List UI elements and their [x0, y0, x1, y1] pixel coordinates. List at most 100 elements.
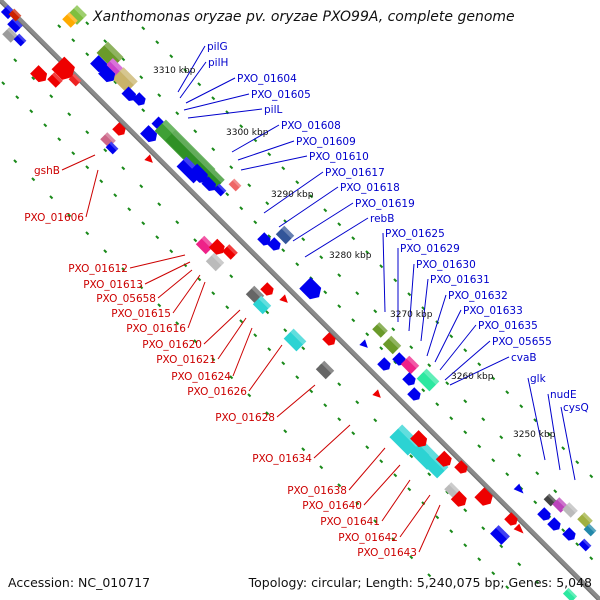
tick-mark	[463, 399, 468, 404]
gene-feature-box	[252, 295, 272, 315]
forward-gene-label: PXO_05655	[492, 336, 552, 348]
gene-feature	[257, 232, 271, 246]
tick-mark	[301, 346, 306, 351]
gene-feature-shine	[51, 72, 63, 84]
tick-mark	[463, 430, 468, 435]
gene-feature-shine	[290, 328, 307, 345]
tick-mark	[169, 54, 174, 59]
reverse-label-leader	[203, 309, 241, 345]
forward-gene-label: nudE	[550, 389, 577, 401]
forward-label-leader	[278, 186, 339, 228]
forward-label-leader	[187, 108, 263, 119]
tick-mark	[265, 310, 270, 315]
gene-feature	[578, 538, 592, 552]
gene-feature-box	[112, 67, 138, 93]
tick-mark	[337, 483, 342, 488]
gene-feature-arrow	[30, 65, 48, 83]
gene-feature-box	[96, 41, 124, 69]
forward-gene-label: glk	[530, 373, 547, 385]
reverse-gene-label: PXO_01606	[24, 212, 84, 224]
tick-mark	[421, 388, 426, 393]
gene-feature-shine	[388, 335, 402, 349]
tick-mark	[99, 179, 104, 184]
gene-feature-shine	[281, 225, 295, 239]
gene-feature-arrow	[260, 282, 274, 296]
gene-feature-arrow	[402, 372, 416, 386]
tick-mark	[449, 334, 454, 339]
gene-feature	[132, 92, 146, 106]
gene-feature-arrow	[257, 232, 271, 246]
tick-mark	[477, 362, 482, 367]
forward-label-leader	[179, 61, 207, 99]
gene-feature-box	[389, 424, 421, 456]
gene-feature-shine	[226, 244, 238, 256]
reverse-gene-label: gshB	[34, 165, 60, 177]
gene-feature-arrow	[537, 507, 551, 521]
gene-feature-shine	[321, 360, 335, 374]
gene-feature	[454, 460, 468, 474]
gene-feature-arrow	[407, 387, 421, 401]
tick-mark	[197, 277, 202, 282]
tick-mark	[407, 292, 412, 297]
tick-mark	[127, 207, 132, 212]
forward-gene-label: pilH	[208, 57, 228, 69]
gene-feature-tri	[513, 483, 524, 494]
gene-feature-arrow	[474, 487, 493, 506]
tick-mark	[31, 177, 36, 182]
tick-mark	[229, 165, 234, 170]
tick-mark	[49, 94, 54, 99]
tick-mark	[71, 151, 76, 156]
reverse-gene-label: PXO_01640	[302, 500, 362, 512]
tick-mark	[379, 459, 384, 464]
gene-feature-shine	[582, 538, 592, 548]
tick-mark	[517, 453, 522, 458]
reverse-label-leader	[381, 479, 411, 522]
tick-mark	[517, 562, 522, 567]
tick-mark	[499, 435, 504, 440]
reverse-gene-label: PXO_01621	[156, 354, 216, 366]
forward-gene-label: PXO_01608	[281, 120, 341, 132]
gene-feature-box	[444, 482, 460, 498]
tick-mark	[589, 556, 594, 561]
ruler-label: 3310 kbp	[153, 66, 196, 76]
tick-mark	[295, 375, 300, 380]
reverse-gene-label: PXO_01641	[320, 516, 380, 528]
forward-label-leader	[426, 294, 447, 357]
gene-feature-box	[416, 368, 440, 392]
reverse-gene-label: PXO_05658	[96, 293, 156, 305]
tick-mark	[379, 264, 384, 269]
ruler-label: 3290 kbp	[271, 190, 314, 200]
tick-mark	[409, 345, 414, 350]
forward-label-leader	[240, 155, 308, 171]
gene-feature	[377, 357, 391, 371]
gene-feature-box	[372, 322, 388, 338]
tick-mark	[175, 220, 180, 225]
tick-mark	[31, 76, 36, 81]
tick-mark	[445, 381, 450, 386]
gene-feature	[112, 122, 126, 136]
tick-mark	[355, 400, 360, 405]
tick-mark	[355, 501, 360, 506]
genome-summary-text: Topology: circular; Length: 5,240,075 bp…	[248, 575, 592, 590]
gene-feature-box	[62, 12, 78, 28]
gene-feature-box	[562, 587, 578, 600]
gene-feature-arrow	[504, 512, 518, 526]
gene-feature-box	[222, 244, 238, 260]
gene-feature-arrow	[454, 460, 468, 474]
gene-feature	[402, 372, 416, 386]
ruler-label: 3280 kbp	[329, 251, 372, 261]
forward-gene-label: PXO_01610	[309, 151, 369, 163]
tick-mark	[421, 306, 426, 311]
gene-feature-arrow	[562, 527, 576, 541]
tick-mark	[519, 404, 524, 409]
reverse-label-leader	[157, 269, 193, 299]
tick-mark	[323, 290, 328, 295]
gene-feature-box	[13, 33, 27, 47]
forward-gene-label: PXO_01630	[416, 259, 476, 271]
gene-feature-arrow	[435, 450, 452, 467]
gene-feature	[299, 277, 322, 300]
reverse-label-leader	[248, 344, 283, 392]
forward-gene-label: PXO_01618	[340, 182, 400, 194]
